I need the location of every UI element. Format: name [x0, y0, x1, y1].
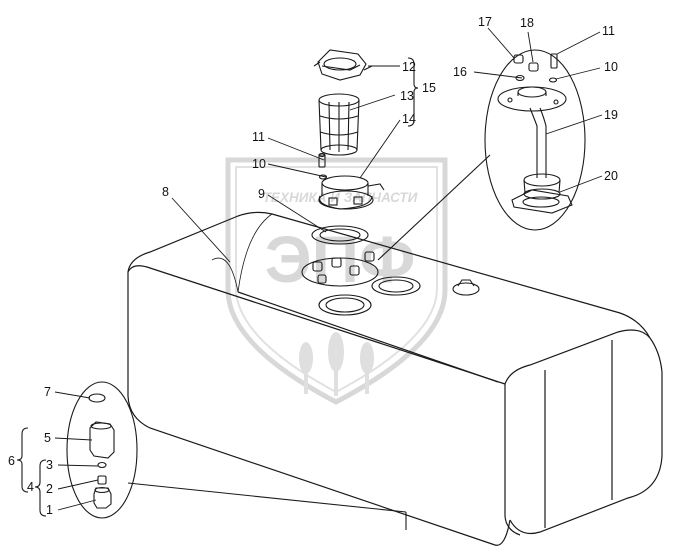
- callout-20: 20: [604, 169, 618, 183]
- callout-labels: 12 13 14 15 11 10 9 8 17 18 11 16 10 19 …: [8, 15, 618, 517]
- washer-10-right: [548, 77, 558, 83]
- bolt-left: [318, 152, 326, 168]
- leader-lines: [54, 27, 603, 511]
- callout-3: 3: [46, 458, 53, 472]
- group-brackets: [16, 57, 419, 517]
- watermark-logo-letters: ЭПФ: [265, 222, 416, 296]
- callout-11-left: 11: [252, 130, 265, 144]
- neck-flange: [318, 175, 385, 210]
- callout-10-left: 10: [252, 157, 266, 171]
- callout-14: 14: [402, 112, 416, 126]
- filler-neck-assembly: [311, 49, 385, 245]
- brace-15: [407, 57, 419, 127]
- watermark-logo: ТЕХНИКА И ЗАПЧАСТИ ЭПФ: [225, 157, 448, 405]
- nut-1: [93, 486, 112, 509]
- callout-11-right: 11: [602, 24, 615, 38]
- tank-top-openings: [301, 251, 480, 316]
- nut-17: [513, 54, 524, 64]
- watermark-subtitle: ТЕХНИКА И ЗАПЧАСТИ: [263, 190, 418, 205]
- studs: [312, 251, 375, 284]
- detail-oval-right: [484, 49, 586, 231]
- callout-8: 8: [162, 185, 169, 199]
- washer-16: [515, 74, 525, 82]
- sender-gasket: [511, 189, 573, 214]
- breather-fitting: [452, 282, 480, 296]
- bottom-gasket: [318, 294, 372, 316]
- brace-6: [16, 427, 29, 493]
- clamp-bracket: [313, 49, 373, 81]
- callout-6: 6: [8, 454, 15, 468]
- callout-10-right: 10: [604, 60, 618, 74]
- callout-13: 13: [400, 89, 414, 103]
- callout-15: 15: [422, 81, 436, 95]
- sensor-detail: [66, 381, 407, 530]
- callout-1: 1: [46, 503, 53, 517]
- callout-19: 19: [604, 108, 618, 122]
- washer-left: [318, 174, 328, 180]
- callout-16: 16: [453, 65, 467, 79]
- fuel-sender-detail: [377, 49, 586, 261]
- flange-gasket: [311, 225, 369, 245]
- callout-18: 18: [520, 16, 534, 30]
- callout-4: 4: [27, 480, 34, 494]
- part-2: [97, 475, 107, 485]
- callout-12: 12: [402, 60, 416, 74]
- callout-9: 9: [258, 187, 265, 201]
- fuel-tank-body: [127, 211, 663, 546]
- strainer-mesh: [318, 93, 360, 156]
- sensor-housing-5: [89, 421, 115, 459]
- bolt-11-right: [550, 53, 558, 69]
- callout-7: 7: [44, 385, 51, 399]
- callout-5: 5: [44, 431, 51, 445]
- nut-18: [528, 62, 539, 72]
- brace-4: [34, 459, 47, 517]
- sender-opening-ring: [371, 276, 421, 296]
- callout-17: 17: [478, 15, 492, 29]
- ring-3: [97, 461, 107, 469]
- detail-oval-left: [66, 381, 138, 519]
- callout-2: 2: [46, 482, 53, 496]
- o-ring-7: [88, 393, 106, 403]
